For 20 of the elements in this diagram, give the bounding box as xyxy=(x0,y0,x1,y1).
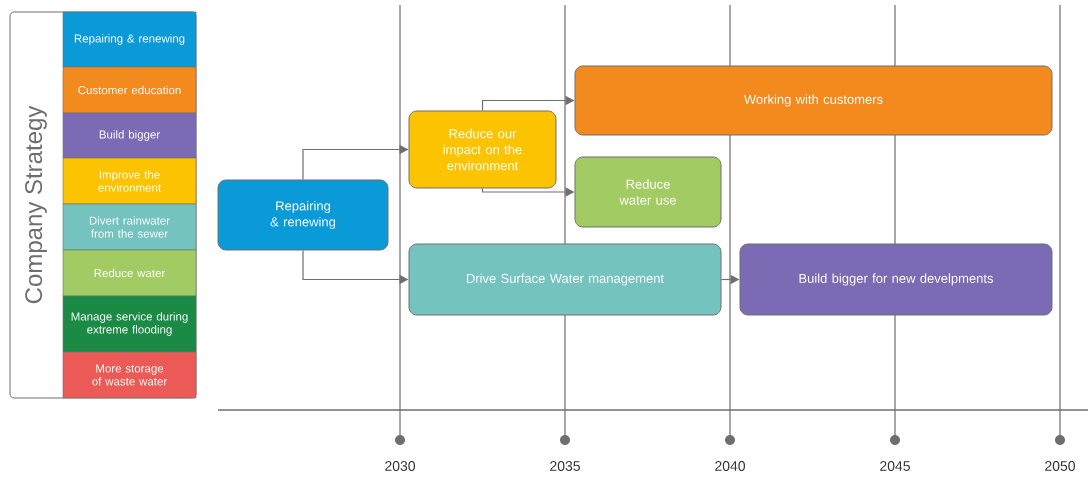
legend-item: Build bigger xyxy=(62,112,197,159)
process-box: Working with customers xyxy=(574,65,1053,136)
process-box: Repairing & renewing xyxy=(217,179,389,251)
legend-item: Reduce water xyxy=(62,249,197,297)
year-label: 2035 xyxy=(550,461,580,471)
legend-title: Company Strategy xyxy=(25,105,47,304)
year-label: 2040 xyxy=(715,461,746,471)
year-label: 2045 xyxy=(880,461,910,471)
legend-item: More storage of waste water xyxy=(62,351,197,399)
year-label: 2030 xyxy=(385,461,416,471)
legend-item: Repairing & renewing xyxy=(62,11,197,68)
legend-item: Divert rainwater from the sewer xyxy=(62,203,197,251)
process-box: Build bigger for new develpments xyxy=(739,243,1053,316)
process-box: Drive Surface Water management xyxy=(408,243,722,316)
process-box: Reduce our impact on the environment xyxy=(408,110,557,189)
legend-item: Improve the environment xyxy=(62,157,197,205)
year-label: 2050 xyxy=(1045,461,1075,471)
legend-item: Manage service during extreme flooding xyxy=(62,295,197,353)
process-box: Reduce water use xyxy=(574,156,722,228)
legend-item: Customer education xyxy=(62,66,197,114)
